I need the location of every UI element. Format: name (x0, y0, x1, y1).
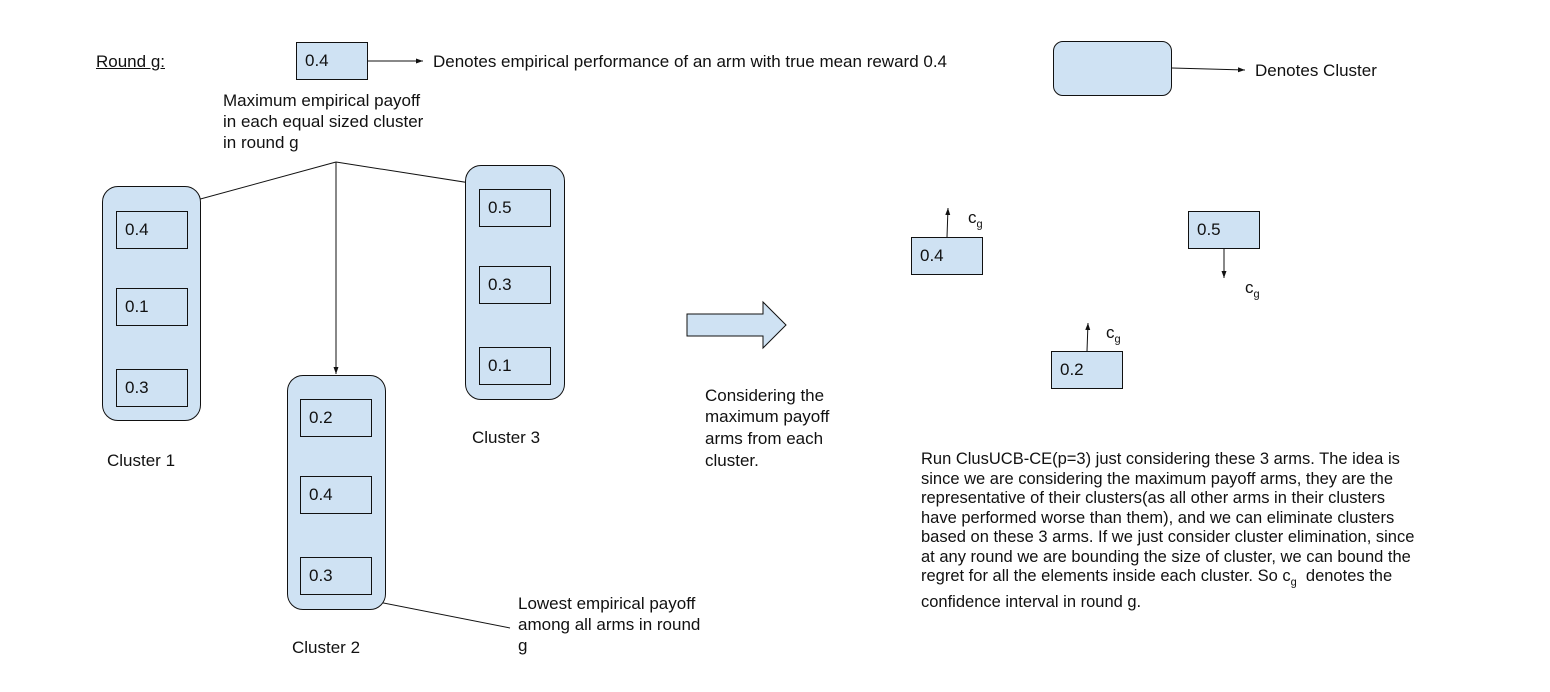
cluster-1-arm-1: 0.4 (116, 211, 188, 249)
considering-line-1: Considering the (705, 386, 825, 405)
considering-line-2: maximum payoff (705, 407, 830, 426)
considering-line-4: cluster. (705, 451, 759, 470)
legend-cluster-arrow (1171, 67, 1246, 73)
cg-label-2: cg (1245, 278, 1260, 301)
cluster-1-arm-3: 0.3 (116, 369, 188, 407)
run-line-4: have performed worse than them), and we … (921, 508, 1395, 527)
selected-arm-1: 0.4 (911, 237, 983, 275)
round-label: Round g: (96, 52, 165, 71)
max-note-line-3: in round g (223, 133, 299, 152)
legend-arm-box: 0.4 (296, 42, 368, 80)
cg-arrow-up-1 (945, 207, 951, 238)
lowest-note-line-1: Lowest empirical payoff (518, 594, 696, 613)
selected-arm-2: 0.5 (1188, 211, 1260, 249)
selected-arm-3: 0.2 (1051, 351, 1123, 389)
lowest-note-line-3: g (518, 636, 528, 655)
cluster-2-arm-1: 0.2 (300, 399, 372, 437)
cluster-3-arm-2: 0.3 (479, 266, 551, 304)
cluster-1-arm-2: 0.1 (116, 288, 188, 326)
cluster-3-arm-3: 0.1 (479, 347, 551, 385)
run-line-7: regret for all the elements inside each … (921, 567, 1393, 589)
max-note-line-2: in each equal sized cluster (223, 112, 424, 131)
run-line-2: since we are considering the maximum pay… (921, 469, 1393, 488)
cg-label-3: cg (1106, 323, 1121, 346)
cg-arrow-up-2 (1085, 322, 1091, 352)
block-arrow (686, 300, 787, 350)
run-line-1: Run ClusUCB-CE(p=3) just considering the… (921, 450, 1400, 468)
cluster-2-arm-3: 0.3 (300, 557, 372, 595)
lowest-note-line-2: among all arms in round (518, 615, 701, 634)
cluster-3-arm-1: 0.5 (479, 189, 551, 227)
legend-cluster-box (1053, 41, 1172, 96)
legend-arm-text: Denotes empirical performance of an arm … (433, 52, 948, 71)
cluster-2-label: Cluster 2 (292, 638, 361, 657)
cluster-2-arm-2: 0.4 (300, 476, 372, 514)
cg-label-1: cg (968, 208, 983, 231)
considering-line-3: arms from each (705, 429, 824, 448)
run-line-3: representative of their clusters(as all … (921, 489, 1386, 507)
run-paragraph: Run ClusUCB-CE(p=3) just considering the… (921, 450, 1541, 612)
max-note-line-1: Maximum empirical payoff (223, 91, 421, 110)
run-line-8: confidence interval in round g. (921, 592, 1142, 611)
run-line-5: based on these 3 arms. If we just consid… (921, 528, 1415, 546)
legend-cluster-text: Denotes Cluster (1255, 61, 1377, 80)
cluster-1-label: Cluster 1 (107, 451, 176, 470)
run-line-6: at any round we are bounding the size of… (921, 547, 1411, 566)
cluster-3-label: Cluster 3 (472, 428, 541, 447)
